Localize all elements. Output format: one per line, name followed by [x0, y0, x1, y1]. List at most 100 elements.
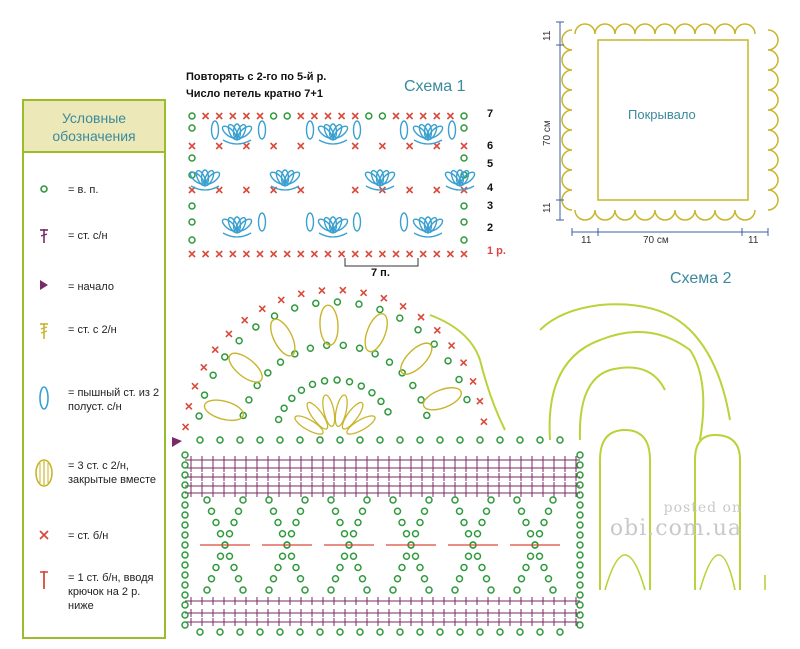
- single-crochet-mark: [202, 112, 210, 120]
- puff-stitch: [203, 169, 215, 187]
- single-crochet-mark: [297, 250, 305, 258]
- chain-stitch: [451, 586, 459, 594]
- chain-stitch: [476, 628, 484, 636]
- chain-stitch: [336, 563, 344, 572]
- single-crochet-mark: [297, 290, 305, 298]
- chain-stitch: [393, 575, 402, 583]
- puff-stitch: [317, 125, 333, 139]
- single-crochet-mark: [351, 112, 359, 120]
- chain-stitch: [356, 436, 364, 444]
- chain-stitch: [535, 552, 544, 560]
- chain-stitch: [297, 386, 306, 395]
- chain-stitch: [253, 381, 261, 390]
- cluster-petal: [364, 312, 388, 353]
- single-crochet-mark: [211, 346, 219, 354]
- chain-stitch: [576, 611, 584, 619]
- chain-stitch: [576, 601, 584, 609]
- chain-stitch: [345, 378, 354, 386]
- chain-stitch: [464, 530, 473, 538]
- chain-stitch: [540, 518, 548, 527]
- puff-stitch: [412, 218, 428, 232]
- row-number-1: 1 р.: [487, 245, 506, 257]
- single-crochet-mark: [215, 250, 223, 258]
- single-crochet-mark: [229, 112, 237, 120]
- single-crochet-mark: [460, 142, 468, 150]
- single-crochet-mark: [469, 377, 477, 385]
- chain-stitch: [456, 436, 464, 444]
- puff-stitch: [189, 171, 205, 185]
- puff-stitch: [426, 123, 438, 141]
- single-crochet-mark: [242, 250, 250, 258]
- single-crochet-mark: [256, 112, 264, 120]
- chain-stitch: [181, 581, 189, 589]
- chain-stitch: [460, 563, 468, 572]
- chain-stitch: [473, 552, 482, 560]
- chain-stitch: [576, 581, 584, 589]
- chain-stitch: [276, 358, 285, 366]
- chain-stitch: [376, 436, 384, 444]
- schema1-note-line2: Число петель кратно 7+1: [186, 88, 323, 100]
- puff-stitch: [444, 171, 460, 185]
- chain-stitch: [236, 628, 244, 636]
- chain-stitch: [460, 236, 468, 244]
- single-crochet-mark: [480, 418, 488, 426]
- chain-stitch: [188, 154, 196, 162]
- chain-stitch: [212, 518, 220, 527]
- inner-petal: [306, 401, 329, 430]
- single-crochet-mark: [242, 112, 250, 120]
- single-crochet-mark: [351, 142, 359, 150]
- chain-stitch: [349, 530, 358, 538]
- lotus-base: [413, 232, 443, 238]
- loop-crossings: [604, 554, 766, 591]
- spike-stitch-icon: [40, 571, 48, 589]
- chain-stitch: [417, 396, 425, 404]
- puff-stitch: [257, 120, 267, 140]
- chain-stitch: [576, 531, 584, 539]
- chain-stitch: [225, 552, 234, 560]
- single-crochet-mark: [446, 250, 454, 258]
- legend-item-text: = пышный ст. из 2 полуст. с/н: [68, 387, 160, 413]
- chain-stitch: [320, 377, 329, 385]
- puff-stitch: [399, 212, 409, 232]
- chain-stitch: [340, 530, 349, 538]
- chain-stitch: [331, 575, 340, 583]
- chain-stitch: [354, 563, 362, 572]
- chain-stitch: [181, 511, 189, 519]
- chain-stitch: [296, 628, 304, 636]
- loop-legs: [599, 428, 741, 590]
- chain-stitch: [181, 561, 189, 569]
- single-crochet-mark: [338, 112, 346, 120]
- chain-stitch: [356, 628, 364, 636]
- single-crochet-mark: [277, 296, 285, 304]
- legend-item-text: = 1 ст. б/н, вводя крючок на 2 р. ниже: [68, 572, 154, 612]
- chain-stitch: [396, 314, 404, 322]
- legend-title-line2: обозначения: [52, 128, 136, 144]
- chain-stitch: [256, 436, 264, 444]
- schema1-label: Схема 1: [404, 78, 466, 95]
- chain-stitch: [292, 518, 300, 527]
- single-crochet-mark: [242, 142, 250, 150]
- cluster-petal: [319, 304, 339, 346]
- row-number-3: 3: [487, 200, 494, 212]
- watermark: posted on obi.com.ua: [610, 500, 742, 541]
- chain-stitch: [376, 628, 384, 636]
- chain-stitch: [576, 451, 584, 459]
- dimension-line-vertical: [556, 21, 564, 221]
- chain-stitch: [411, 552, 420, 560]
- chain-stitch: [336, 518, 344, 527]
- chain-stitch: [430, 340, 439, 348]
- single-crochet-mark: [318, 287, 326, 295]
- puff-stitch: [428, 125, 444, 139]
- chain-stitch: [188, 112, 196, 120]
- single-crochet-mark: [406, 186, 414, 194]
- puff-stitch: [235, 123, 247, 141]
- dimension-line-horizontal: [571, 228, 769, 236]
- border-left-label: 11: [581, 235, 592, 246]
- chain-stitch: [230, 518, 238, 527]
- row-number-2: 2: [487, 222, 494, 234]
- single-crochet-mark: [256, 250, 264, 258]
- puff-stitch: [364, 171, 380, 185]
- chain-stitch: [576, 561, 584, 569]
- single-crochet-mark: [380, 294, 388, 302]
